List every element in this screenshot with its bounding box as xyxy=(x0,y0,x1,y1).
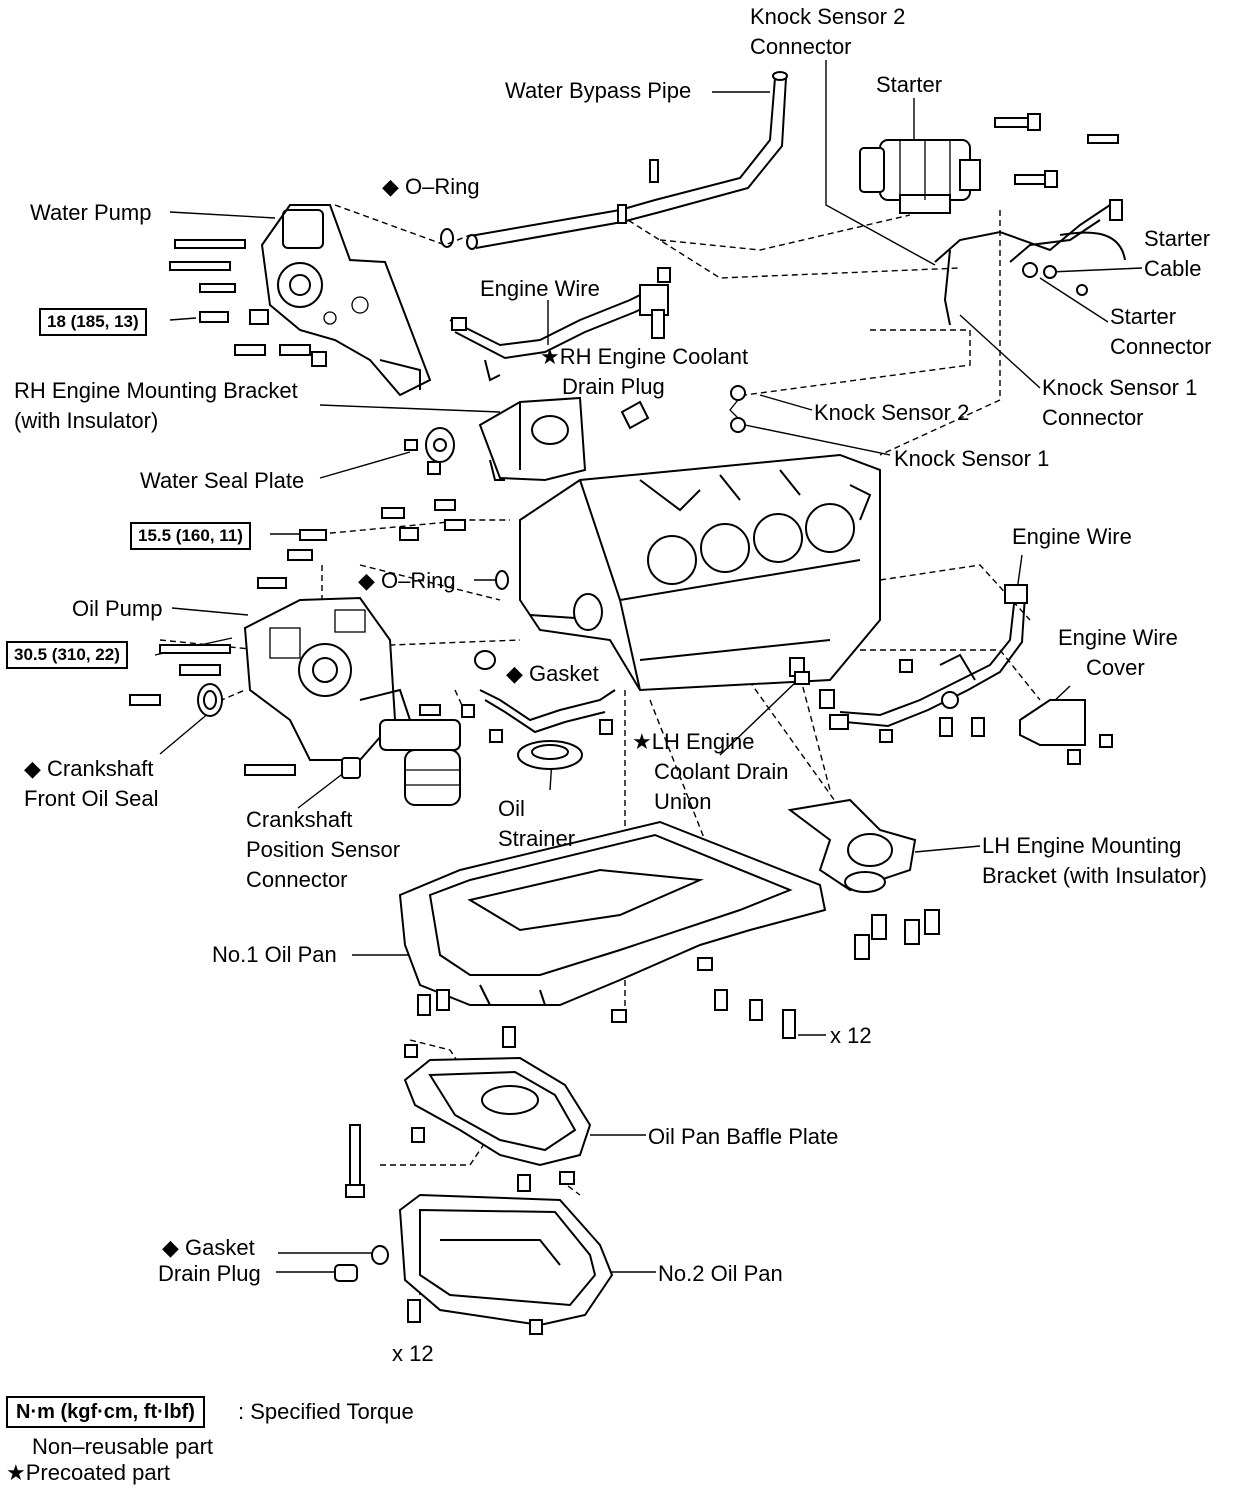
engine-wire-top-label: Engine Wire xyxy=(480,276,600,301)
non-reusable-icon: ◆ xyxy=(358,568,375,593)
starter-bolts xyxy=(994,113,1119,188)
starter-label: Starter xyxy=(876,72,943,97)
precoated-icon: ★ xyxy=(540,344,560,369)
x12-lower-label: x 12 xyxy=(392,1341,434,1366)
starter-part xyxy=(859,139,981,214)
knock-sensor-2-connector-label: Knock Sensor 2 Connector xyxy=(750,4,906,59)
rh-mounting-bracket-part xyxy=(478,396,587,482)
gasket-mid-part xyxy=(474,650,496,670)
crankshaft-front-oil-seal-part xyxy=(197,683,223,717)
oil-pump-label: Oil Pump xyxy=(72,596,163,621)
o-ring-mid-label: ◆ O–Ring xyxy=(358,568,456,593)
engine-wire-right-label: Engine Wire xyxy=(1012,524,1132,549)
water-seal-plate-label: Water Seal Plate xyxy=(140,468,305,493)
knock-sensor-2-label: Knock Sensor 2 xyxy=(814,400,970,425)
engine-wire-cover-part xyxy=(1019,699,1113,765)
water-pump-label: Water Pump xyxy=(30,200,152,225)
knock-sensor-1-label: Knock Sensor 1 xyxy=(894,446,1050,471)
knock-sensor-1-connector-label: Knock Sensor 1 Connector xyxy=(1042,375,1198,430)
rh-mounting-bracket-label: RH Engine Mounting Bracket (with Insulat… xyxy=(14,378,298,433)
lh-coolant-drain-union-label: ★LH Engine Coolant Drain Union xyxy=(632,729,789,814)
oil-pump-bolts xyxy=(129,529,441,776)
crankshaft-position-sensor-connector-part xyxy=(341,757,361,779)
o-ring-mid-part xyxy=(495,570,509,590)
gasket-mid-label: ◆ Gasket xyxy=(506,661,599,686)
water-pump-bolts xyxy=(169,239,327,367)
water-bypass-pipe-label: Water Bypass Pipe xyxy=(505,78,692,103)
crankshaft-front-oil-seal-label: ◆ Crankshaft Front Oil Seal xyxy=(24,756,159,811)
legend-non-reusable: Non–reusable part xyxy=(32,1434,214,1459)
crankshaft-position-sensor-connector-label: Crankshaft Position Sensor Connector xyxy=(246,807,401,892)
engine-block-part xyxy=(519,453,881,692)
no2-oil-pan-label: No.2 Oil Pan xyxy=(658,1261,783,1286)
non-reusable-icon: ◆ xyxy=(24,756,41,781)
gasket-bottom-label: ◆ Gasket xyxy=(162,1235,255,1260)
oil-strainer-part xyxy=(461,689,616,770)
lh-mounting-bracket-part xyxy=(787,798,940,960)
oil-pan-baffle-plate-part xyxy=(345,1044,592,1198)
water-seal-plate-part xyxy=(404,427,455,475)
engine-wire-right-part xyxy=(819,584,1028,743)
starter-cable-label: Starter Cable xyxy=(1144,226,1211,281)
torque-oil-pump-upper-bolt: 15.5 (160, 11) xyxy=(130,522,251,550)
lh-mounting-bracket-label: LH Engine Mounting Bracket (with Insulat… xyxy=(982,833,1207,888)
no1-oil-pan-label: No.1 Oil Pan xyxy=(212,942,337,967)
o-ring-top-label: ◆ O–Ring xyxy=(382,174,480,199)
starter-connector-label: Starter Connector xyxy=(1110,304,1212,359)
o-ring-top-part xyxy=(440,228,454,248)
oil-pan-baffle-plate-label: Oil Pan Baffle Plate xyxy=(648,1124,839,1149)
legend-precoated: ★Precoated part xyxy=(6,1460,171,1485)
non-reusable-icon: ◆ xyxy=(382,174,399,199)
oil-strainer-label: Oil Strainer xyxy=(498,796,576,851)
non-reusable-icon: ◆ xyxy=(162,1235,179,1260)
precoated-icon: ★ xyxy=(632,729,652,754)
torque-oil-pump-lower-bolt: 30.5 (310, 22) xyxy=(6,641,128,669)
x12-upper-label: x 12 xyxy=(830,1023,872,1048)
no1-oil-pan-part xyxy=(398,820,827,1048)
lh-coolant-drain-union-part xyxy=(789,657,810,685)
no2-oil-pan-part xyxy=(398,1193,614,1335)
engine-wire-top-part xyxy=(449,267,671,382)
torque-water-pump-bolt: 18 (185, 13) xyxy=(39,308,147,336)
water-bypass-pipe xyxy=(466,71,788,250)
legend-torque-box: N·m (kgf·cm, ft·lbf) xyxy=(6,1396,205,1428)
leader-lines xyxy=(154,60,1143,1273)
block-left-bolts xyxy=(381,499,466,541)
engine-wire-cover-label: Engine Wire Cover xyxy=(1058,625,1178,680)
oil-pump-part xyxy=(243,596,461,806)
rh-coolant-drain-plug-label: ★RH Engine Coolant Drain Plug xyxy=(540,344,749,399)
knock-sensors-part xyxy=(729,385,746,433)
drain-plug-label: Drain Plug xyxy=(158,1261,261,1286)
starter-cable-harness xyxy=(934,199,1126,326)
water-pump-part xyxy=(260,204,432,397)
drain-plug-part xyxy=(334,1245,389,1282)
non-reusable-icon: ◆ xyxy=(506,661,523,686)
precoated-icon: ★ xyxy=(6,1460,26,1485)
legend-torque-desc: : Specified Torque xyxy=(238,1399,414,1424)
rh-coolant-drain-plug-part xyxy=(620,400,650,430)
